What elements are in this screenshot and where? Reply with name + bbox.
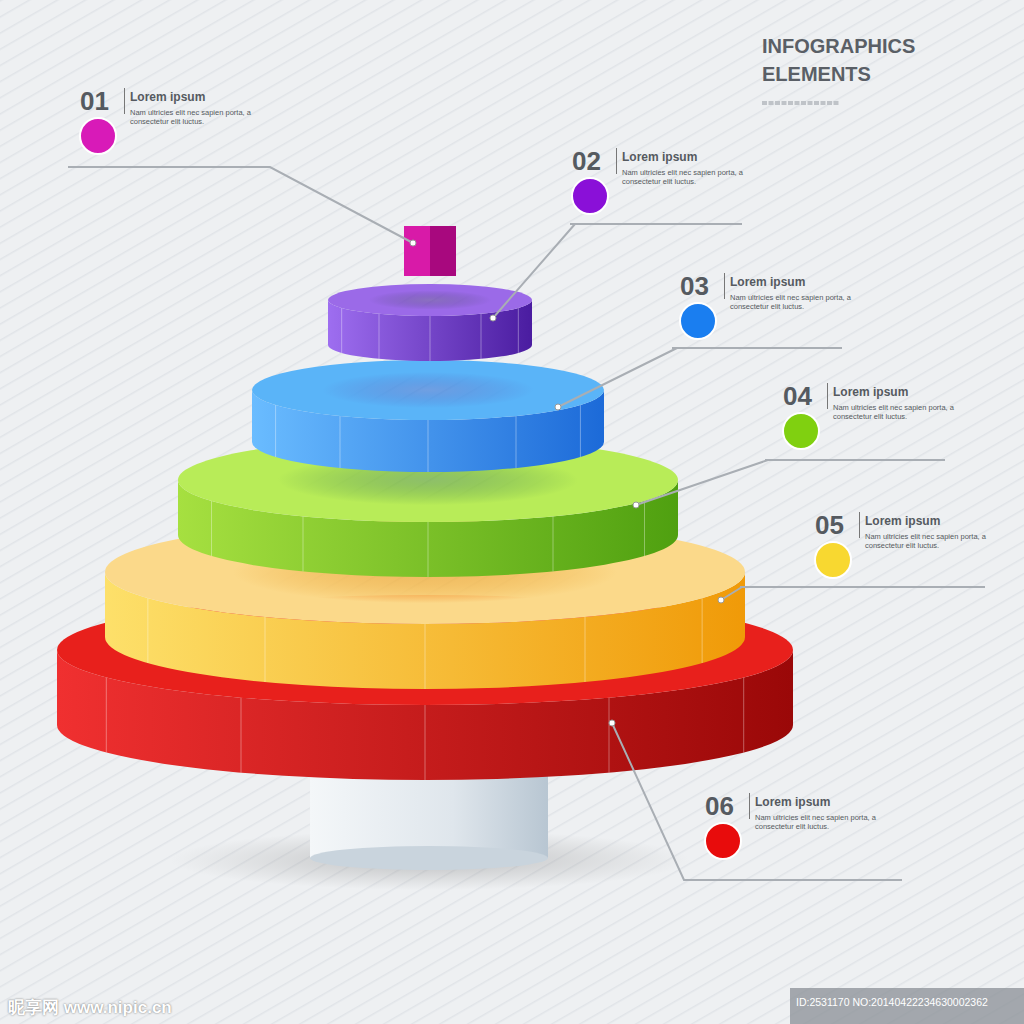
leader-dot (490, 315, 496, 321)
facet-edge (379, 314, 380, 359)
callout-heading: Lorem ipsum (755, 795, 830, 809)
color-dot (815, 542, 851, 578)
title-dash (775, 101, 780, 105)
callout-number: 02 (572, 146, 601, 177)
callout-body: Nam ultricies elit nec sapien porta, a c… (130, 108, 260, 126)
title-dash (834, 101, 839, 105)
facet-edge (585, 617, 586, 682)
facet-edge (275, 405, 276, 457)
leader-dot (555, 404, 561, 410)
leader-line (721, 587, 985, 600)
watermark: ID:2531170 NO:20140422234630002362 (796, 996, 988, 1008)
facet-edge (106, 678, 107, 753)
callout-number: 01 (80, 86, 109, 117)
color-dot (705, 823, 741, 859)
separator (827, 383, 828, 409)
leader-dot (633, 502, 639, 508)
callout: 05 Lorem ipsumNam ultricies elit nec sapi… (815, 510, 999, 570)
separator (749, 793, 750, 819)
callout-number: 04 (783, 381, 812, 412)
title-dash (782, 101, 787, 105)
callout-number: 05 (815, 510, 844, 541)
leader-dot (609, 720, 615, 726)
facet-edge (425, 624, 426, 689)
callout: 01 Lorem ipsumNam ultricies elit nec sapi… (80, 86, 264, 146)
separator (124, 88, 125, 114)
color-dot (680, 303, 716, 339)
title-dash (769, 101, 774, 105)
color-dot (783, 413, 819, 449)
title-dash (821, 101, 826, 105)
callout-body: Nam ultricies elit nec sapien porta, a c… (622, 168, 752, 186)
callout-heading: Lorem ipsum (730, 275, 805, 289)
title-dash (808, 101, 813, 105)
facet-edge (518, 308, 519, 353)
facet-edge (702, 598, 703, 663)
facet-edge (644, 501, 645, 556)
layer-top (328, 284, 532, 316)
title-dash (801, 101, 806, 105)
facet-edge (147, 598, 148, 663)
facet-edge (211, 501, 212, 556)
color-dot (80, 118, 116, 154)
facet-edge (430, 316, 431, 361)
facet-edge (580, 405, 581, 457)
top-cube-side (430, 226, 456, 276)
callout-body: Nam ultricies elit nec sapien porta, a c… (730, 293, 860, 311)
top-cube (404, 226, 456, 276)
facet-edge (481, 314, 482, 359)
facet-edge (516, 416, 517, 468)
callout: 02 Lorem ipsumNam ultricies elit nec sapi… (572, 146, 756, 206)
leader-dot (410, 240, 416, 246)
facet-edge (303, 516, 304, 571)
callout: 06 Lorem ipsumNam ultricies elit nec sapi… (705, 791, 889, 851)
facet-edge (428, 522, 429, 577)
callout-body: Nam ultricies elit nec sapien porta, a c… (755, 813, 885, 831)
facet-edge (340, 416, 341, 468)
watermark: 昵享网 www.nipic.cn (8, 996, 172, 1019)
callout-number: 03 (680, 271, 709, 302)
leader-line (68, 167, 413, 243)
facet-edge (743, 678, 744, 753)
facet-edge (553, 516, 554, 571)
separator (859, 512, 860, 538)
facet-edge (609, 698, 610, 773)
facet-edge (425, 705, 426, 780)
separator (724, 273, 725, 299)
callout-body: Nam ultricies elit nec sapien porta, a c… (833, 403, 963, 421)
separator (616, 148, 617, 174)
leader-line (636, 460, 945, 505)
title-dash (762, 101, 767, 105)
callout-heading: Lorem ipsum (833, 385, 908, 399)
facet-edge (341, 308, 342, 353)
callout-heading: Lorem ipsum (865, 514, 940, 528)
title: INFOGRAPHICS ELEMENTS (762, 32, 962, 88)
layer-top (252, 360, 604, 420)
facet-edge (241, 698, 242, 773)
facet-edge (428, 420, 429, 472)
callout-number: 06 (705, 791, 734, 822)
callout: 03 Lorem ipsumNam ultricies elit nec sapi… (680, 271, 864, 331)
title-dash (788, 101, 793, 105)
callout-heading: Lorem ipsum (130, 90, 205, 104)
color-dot (572, 178, 608, 214)
title-dash (795, 101, 800, 105)
facet-edge (265, 617, 266, 682)
title-dash (814, 101, 819, 105)
callout: 04 Lorem ipsumNam ultricies elit nec sapi… (783, 381, 967, 441)
callout-body: Nam ultricies elit nec sapien porta, a c… (865, 532, 995, 550)
leader-dot (718, 597, 724, 603)
title-dash (827, 101, 832, 105)
callout-heading: Lorem ipsum (622, 150, 697, 164)
leader-line (612, 723, 902, 880)
